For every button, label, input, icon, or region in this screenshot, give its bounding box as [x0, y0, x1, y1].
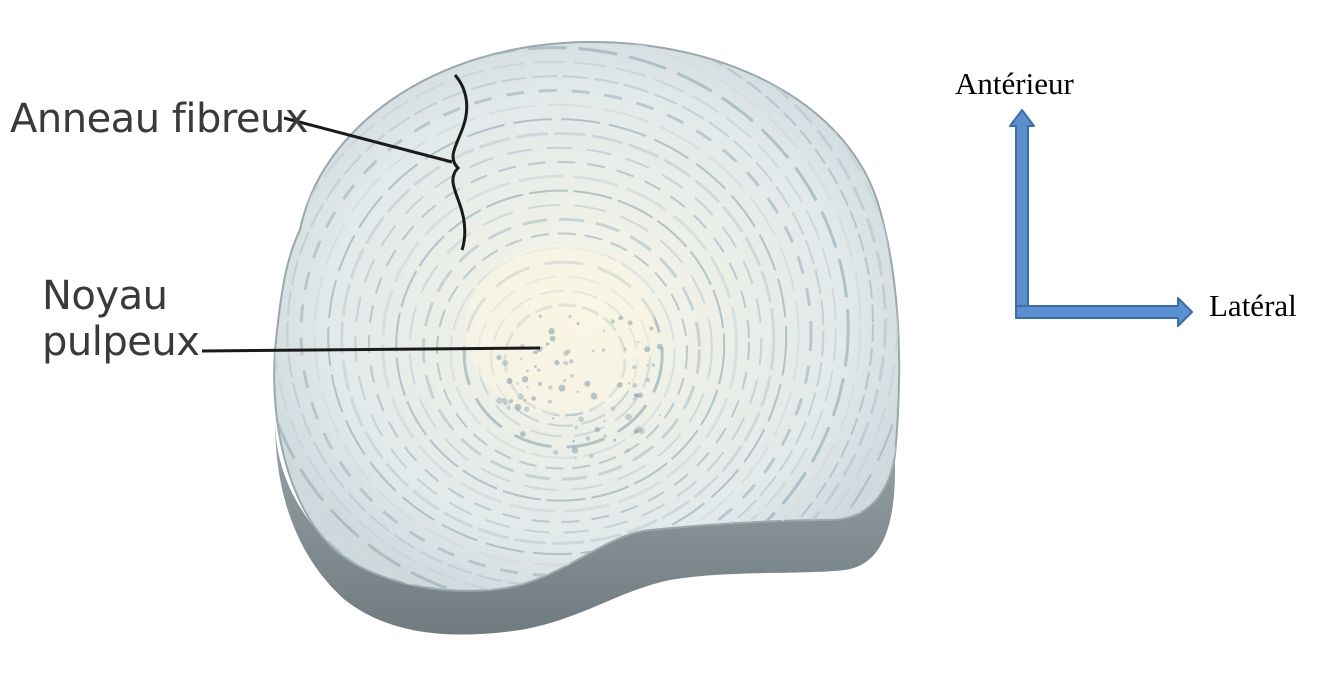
- nucleus-speckle: [603, 330, 605, 332]
- nucleus-speckle: [496, 397, 502, 403]
- nucleus-speckle: [628, 382, 631, 385]
- annulus-label: Anneau fibreux: [10, 96, 308, 142]
- nucleus-speckle: [526, 369, 529, 372]
- nucleus-speckle: [548, 328, 555, 335]
- nucleus-speckle: [532, 351, 534, 353]
- nucleus-speckle: [637, 341, 639, 343]
- nucleus-speckle: [534, 365, 537, 368]
- orientation-indicator: [1010, 110, 1192, 326]
- nucleus-speckle: [644, 346, 650, 352]
- nucleus-speckle: [603, 434, 607, 438]
- nucleus-speckle: [632, 383, 637, 388]
- nucleus-label-line2: pulpeux: [42, 319, 199, 365]
- nucleus-speckle: [592, 392, 594, 394]
- nucleus-speckle: [552, 417, 554, 419]
- nucleus-speckle: [632, 365, 636, 369]
- nucleus-speckle: [634, 429, 639, 434]
- nucleus-speckle: [553, 450, 558, 455]
- nucleus-speckle: [546, 342, 549, 345]
- nucleus-speckle: [646, 364, 648, 366]
- nucleus-speckle: [572, 447, 578, 453]
- nucleus-speckle: [584, 381, 590, 387]
- nucleus-speckle: [625, 414, 632, 421]
- nucleus-speckle: [659, 414, 661, 416]
- nucleus-speckle: [634, 393, 638, 397]
- nucleus-speckle: [618, 316, 623, 321]
- nucleus-speckle: [563, 361, 565, 363]
- nucleus-speckle: [517, 393, 524, 400]
- lateral-label: Latéral: [1209, 288, 1297, 324]
- nucleus-speckle: [633, 397, 636, 400]
- nucleus-speckle: [577, 391, 579, 393]
- nucleus-speckle: [595, 427, 600, 432]
- nucleus-speckle: [610, 319, 615, 324]
- nucleus-label: Noyau pulpeux: [42, 273, 199, 365]
- nucleus-speckle: [603, 420, 605, 422]
- nucleus-speckle: [502, 360, 508, 366]
- nucleus-speckle: [649, 327, 653, 331]
- nucleus-speckle: [554, 360, 559, 365]
- nucleus-speckle: [589, 454, 593, 458]
- lateral-arrow: [1016, 298, 1192, 326]
- nucleus-speckle: [646, 378, 650, 382]
- nucleus-speckle: [559, 385, 566, 392]
- nucleus-speckle: [520, 358, 523, 361]
- nucleus-speckle: [548, 385, 552, 389]
- nucleus-speckle: [570, 374, 574, 378]
- nucleus-speckle: [522, 376, 528, 382]
- nucleus-speckle: [514, 404, 521, 411]
- nucleus-speckle: [527, 386, 529, 388]
- nucleus-speckle: [550, 336, 556, 342]
- nucleus-speckle: [563, 351, 568, 356]
- nucleus-speckle: [563, 379, 566, 382]
- nucleus-speckle: [520, 431, 526, 437]
- nucleus-speckle: [586, 436, 591, 441]
- nucleus-speckle: [592, 350, 595, 353]
- nucleus-speckle: [524, 399, 526, 401]
- nucleus-speckle: [568, 315, 571, 318]
- nucleus-speckle: [601, 348, 605, 352]
- nucleus-speckle: [626, 448, 630, 452]
- nucleus-speckle: [572, 440, 575, 443]
- anterior-label: Antérieur: [955, 66, 1074, 102]
- nucleus-speckle: [613, 439, 616, 442]
- nucleus-speckle: [496, 355, 501, 360]
- nucleus-speckle: [534, 351, 537, 354]
- nucleus-speckle: [509, 399, 513, 403]
- nucleus-speckle: [507, 378, 513, 384]
- nucleus-speckle: [548, 400, 552, 404]
- nucleus-speckle: [624, 348, 627, 351]
- nucleus-speckle: [575, 458, 577, 460]
- nucleus-label-line1: Noyau: [42, 273, 199, 319]
- nucleus-speckle: [611, 407, 615, 411]
- nucleus-speckle: [506, 406, 510, 410]
- nucleus-speckle: [569, 359, 573, 363]
- nucleus-speckle: [539, 315, 542, 318]
- nucleus-speckle: [541, 347, 543, 349]
- nucleus-speckle: [617, 382, 623, 388]
- nucleus-speckle: [628, 320, 633, 325]
- nucleus-speckle: [578, 416, 584, 422]
- nucleus-speckle: [651, 363, 655, 367]
- anterior-arrow: [1010, 110, 1034, 318]
- nucleus-speckle: [576, 322, 579, 325]
- nucleus-speckle: [503, 401, 507, 405]
- nucleus-speckle: [516, 382, 519, 385]
- nucleus-speckle: [657, 344, 663, 350]
- nucleus-speckle: [531, 396, 536, 401]
- nucleus-speckle: [538, 382, 542, 386]
- nucleus-speckle: [524, 407, 529, 412]
- nucleus-speckle: [537, 368, 541, 372]
- nucleus-speckle: [574, 426, 578, 430]
